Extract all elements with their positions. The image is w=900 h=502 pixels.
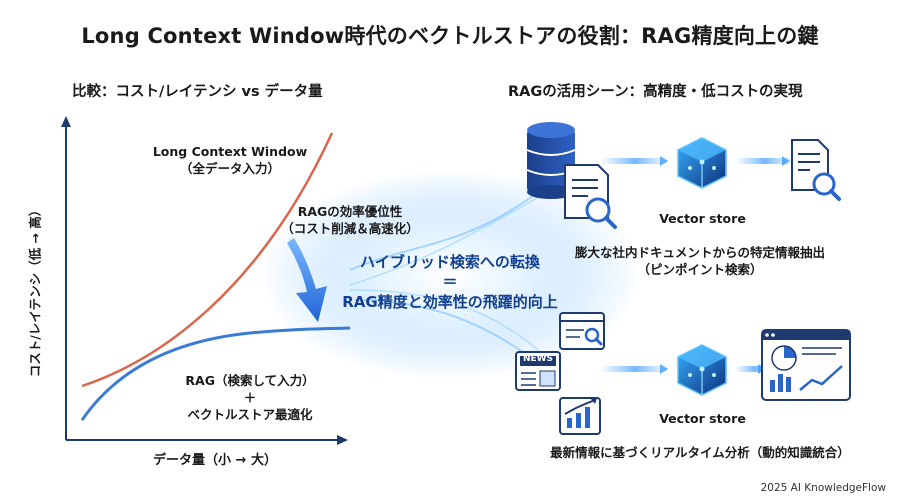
beam-2 bbox=[735, 158, 795, 164]
news-label: NEWS bbox=[522, 354, 554, 364]
footer-credit: 2025 AI KnowledgeFlow bbox=[760, 482, 886, 494]
document-search-icon bbox=[791, 139, 841, 201]
long-context-curve bbox=[81, 132, 334, 388]
efficiency-arrow-icon bbox=[287, 238, 327, 322]
beam-1 bbox=[600, 158, 670, 164]
x-axis-label: データ量（小 → 大） bbox=[153, 453, 277, 468]
beam-arrow-icon bbox=[660, 364, 668, 374]
long-context-label: Long Context Window （全データ入力） bbox=[152, 144, 308, 176]
scene2-caption: 最新情報に基づくリアルタイム分析（動的知識統合） bbox=[550, 445, 850, 460]
main-title: Long Context Window時代のベクトルストアの役割：RAG精度向上… bbox=[81, 24, 819, 48]
x-axis-arrow-icon bbox=[337, 435, 348, 445]
y-axis-arrow-icon bbox=[61, 116, 71, 127]
vector-store-label-2: Vector store bbox=[659, 411, 746, 426]
document-search-icon bbox=[564, 164, 617, 229]
vector-store-cube-icon bbox=[677, 344, 727, 396]
efficiency-label: RAGの効率優位性 （コスト削減＆高速化） bbox=[281, 204, 419, 236]
database-icon bbox=[526, 122, 576, 199]
center-message: ハイブリッド検索への転換 ＝ RAG精度と効率性の飛躍的向上 bbox=[342, 253, 558, 311]
vector-store-label-1: Vector store bbox=[659, 211, 746, 226]
beam-3 bbox=[600, 366, 670, 372]
beam-4 bbox=[735, 366, 775, 372]
rag-curve bbox=[80, 326, 351, 421]
right-panel-subtitle: RAGの活用シーン：高精度・低コストの実現 bbox=[508, 84, 803, 100]
beam-arrow-icon bbox=[782, 156, 790, 166]
left-panel-subtitle: 比較：コスト/レイテンシ vs データ量 bbox=[72, 84, 323, 100]
search-window-icon bbox=[559, 312, 605, 350]
dashboard-icon bbox=[761, 329, 851, 401]
chart-axes bbox=[61, 116, 348, 445]
rag-label: RAG（検索して入力） ＋ ベクトルストア最適化 bbox=[185, 373, 315, 422]
scene1-caption: 膨大な社内ドキュメントからの特定情報抽出 （ピンポイント検索） bbox=[574, 245, 825, 277]
vector-store-cube-icon bbox=[677, 137, 727, 189]
growth-chart-icon bbox=[559, 397, 601, 435]
news-icon bbox=[515, 351, 561, 391]
beam-arrow-icon bbox=[660, 156, 668, 166]
